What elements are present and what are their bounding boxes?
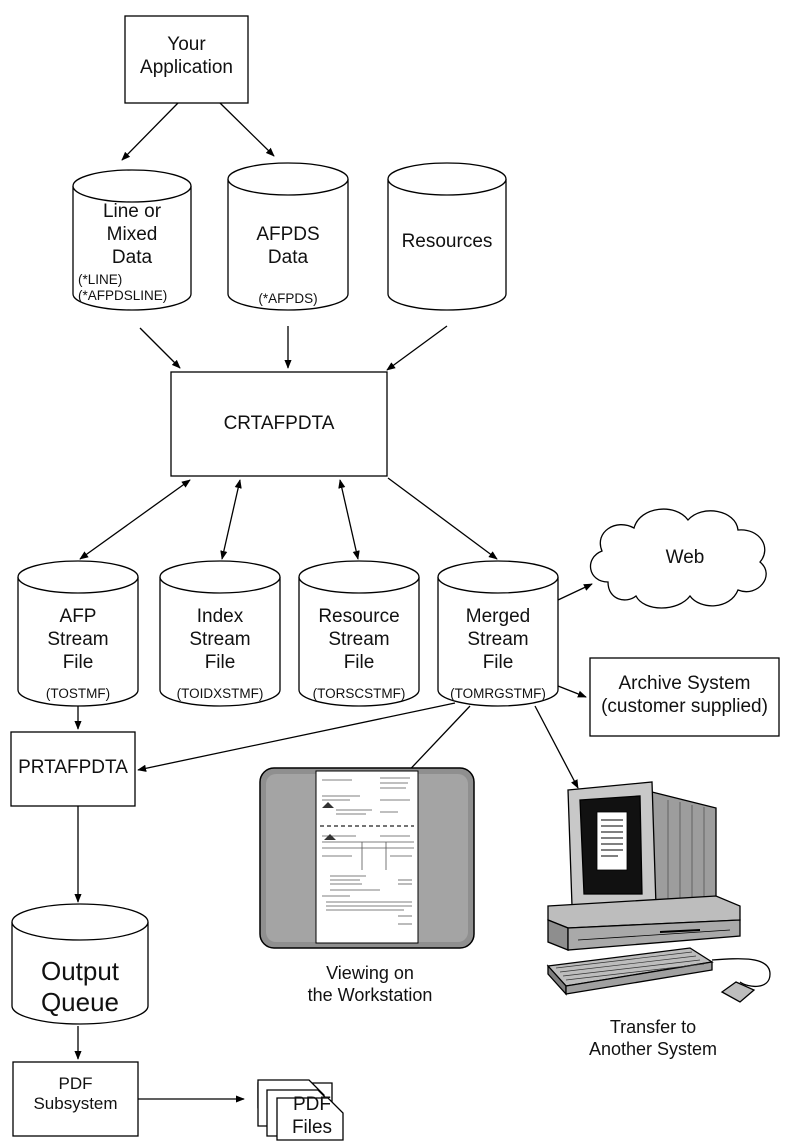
afp-stream-file-cylinder	[17, 560, 139, 707]
web-cloud	[590, 508, 767, 609]
your-application-label: Your Application	[140, 34, 233, 78]
resource-stream-file-label: Resource Stream File	[318, 606, 400, 673]
resource-stream-param-label: (TORSCSTMF)	[312, 686, 406, 701]
archive-system-box	[589, 657, 780, 737]
crtafpdta-label: CRTAFPDTA	[223, 413, 335, 434]
index-stream-file-label: Index Stream File	[189, 606, 251, 673]
output-queue-cylinder	[11, 903, 149, 1025]
index-stream-param-label: (TOIDXSTMF)	[176, 686, 264, 701]
line-or-mixed-data-label: Line or Mixed Data	[102, 201, 162, 268]
afpds-data-cylinder	[227, 162, 349, 311]
crtafpdta-box	[170, 371, 388, 477]
transfer-to-another-system-label: Transfer to Another System	[588, 1017, 718, 1059]
index-stream-file-cylinder	[159, 560, 281, 707]
arrow-merged-to-web	[557, 583, 593, 601]
afpds-data-label: AFPDS Data	[256, 224, 320, 268]
arrow-crtafpdta-afp-stream	[79, 479, 191, 560]
line-or-mixed-data-cylinder	[72, 169, 192, 311]
prtafpdta-box	[10, 731, 136, 807]
resources-cylinder	[387, 162, 507, 311]
arrow-merged-to-prtafpdta	[137, 702, 456, 772]
arrow-resources-to-crtafpdta	[386, 325, 448, 371]
arrow-app-to-afpds-data	[219, 102, 275, 157]
line-data-params-label: (*LINE) (*AFPDSLINE)	[78, 272, 168, 304]
arrow-crtafpdta-resource-stream	[338, 479, 360, 560]
merged-stream-file-label: Merged Stream File	[465, 606, 531, 673]
arrow-app-to-line-data	[121, 102, 179, 161]
resource-stream-file-cylinder	[298, 560, 420, 707]
arrow-crtafpdta-merged-stream	[387, 477, 498, 560]
resources-label: Resources	[401, 231, 493, 252]
pdf-subsystem-label: PDF Subsystem	[33, 1074, 118, 1114]
output-queue-label: Output Queue	[40, 956, 120, 1018]
afp-stream-file-label: AFP Stream File	[47, 606, 109, 673]
pdf-file-pages	[257, 1079, 344, 1141]
merged-stream-param-label: (TOMRGSTMF)	[450, 686, 546, 701]
afp-stream-param-label: (TOSTMF)	[45, 686, 111, 701]
computer-terminal-illustration	[546, 781, 771, 1003]
prtafpdta-label: PRTAFPDTA	[18, 757, 128, 778]
pdf-files-label: PDF Files	[291, 1094, 333, 1138]
arrow-crtafpdta-index-stream	[220, 479, 242, 560]
arrow-merged-to-transfer	[534, 705, 579, 789]
pdf-subsystem-box	[12, 1061, 139, 1137]
workstation-viewer-illustration	[259, 767, 475, 949]
merged-stream-file-cylinder	[437, 560, 559, 707]
arrow-line-data-to-crtafpdta	[139, 327, 181, 369]
viewing-on-workstation-label: Viewing on the Workstation	[307, 963, 433, 1005]
your-application-box	[124, 15, 249, 104]
archive-system-label: Archive System (customer supplied)	[601, 673, 768, 717]
arrow-merged-to-archive	[557, 685, 587, 698]
afpds-param-label: (*AFPDS)	[258, 291, 318, 306]
web-label: Web	[665, 547, 705, 568]
